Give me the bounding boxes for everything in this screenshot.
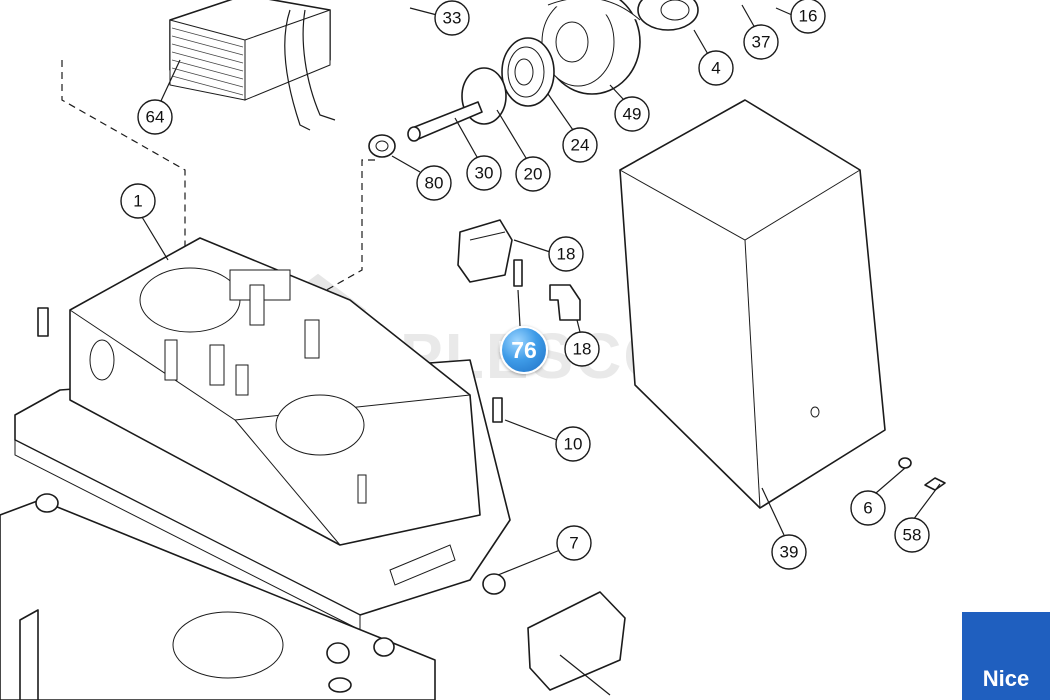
part-stud-left — [37, 307, 49, 337]
part-terminal-block — [457, 219, 513, 283]
callout-58: 58 — [894, 517, 930, 553]
guide-line-transformer — [61, 60, 186, 295]
callout-33-label: 33 — [443, 9, 462, 28]
part-end-cap — [527, 591, 626, 691]
part-cover — [619, 99, 886, 509]
callout-18-clip: 18 — [564, 331, 600, 367]
part-bearing — [501, 37, 555, 107]
callout-6-label: 6 — [863, 499, 872, 518]
part-screw-58 — [924, 477, 946, 491]
callout-33: 33 — [434, 0, 470, 36]
callout-64: 64 — [137, 99, 173, 135]
part-gearmotor-housing — [14, 237, 511, 631]
callout-1-label: 1 — [133, 192, 142, 211]
callout-1: 1 — [120, 183, 156, 219]
callout-16-label: 16 — [799, 7, 818, 26]
part-terminal-clip — [549, 284, 581, 321]
part-washer-bottom — [328, 677, 352, 693]
callout-18-terminal: 18 — [548, 236, 584, 272]
callout-80-label: 80 — [425, 174, 444, 193]
callout-20-label: 20 — [524, 165, 543, 184]
part-drive-gear — [541, 0, 641, 95]
callout-7: 7 — [556, 525, 592, 561]
leader-lines — [141, 4, 941, 696]
callout-10-label: 10 — [564, 435, 583, 454]
callout-6: 6 — [850, 490, 886, 526]
callout-80: 80 — [416, 165, 452, 201]
callout-24-label: 24 — [571, 136, 590, 155]
callout-39-label: 39 — [780, 543, 799, 562]
part-washer — [368, 134, 396, 158]
part-nut-6 — [898, 457, 912, 469]
callout-24: 24 — [562, 127, 598, 163]
callout-18-clip-label: 18 — [573, 340, 592, 359]
callout-4-label: 4 — [711, 59, 720, 78]
highlighted-part-badge[interactable]: 76 — [500, 326, 548, 374]
callout-37: 37 — [743, 24, 779, 60]
part-pinion-gear — [637, 0, 699, 31]
callout-39: 39 — [771, 534, 807, 570]
callout-30-label: 30 — [475, 164, 494, 183]
callout-4: 4 — [698, 50, 734, 86]
callout-20: 20 — [515, 156, 551, 192]
callout-7-label: 7 — [569, 534, 578, 553]
callout-37-label: 37 — [752, 33, 771, 52]
callout-64-label: 64 — [146, 108, 165, 127]
part-nut-7 — [482, 573, 506, 595]
part-shaft — [407, 101, 483, 142]
part-pin-76 — [513, 259, 523, 287]
callout-58-label: 58 — [903, 526, 922, 545]
part-nut-left — [35, 493, 59, 513]
callout-18-terminal-label: 18 — [557, 245, 576, 264]
part-grub-screw — [492, 397, 503, 423]
part-nut-bottom-b — [373, 637, 395, 657]
callout-49-label: 49 — [623, 105, 642, 124]
part-transformer — [169, 0, 336, 131]
guide-line-bolt — [299, 159, 375, 306]
callout-16: 16 — [790, 0, 826, 34]
part-lower-left — [19, 609, 39, 700]
brand-logo: Nice — [962, 612, 1050, 700]
callout-30: 30 — [466, 155, 502, 191]
callout-49: 49 — [614, 96, 650, 132]
callout-10: 10 — [555, 426, 591, 462]
part-base-plate — [0, 499, 436, 700]
part-nut-bottom-a — [326, 642, 350, 664]
